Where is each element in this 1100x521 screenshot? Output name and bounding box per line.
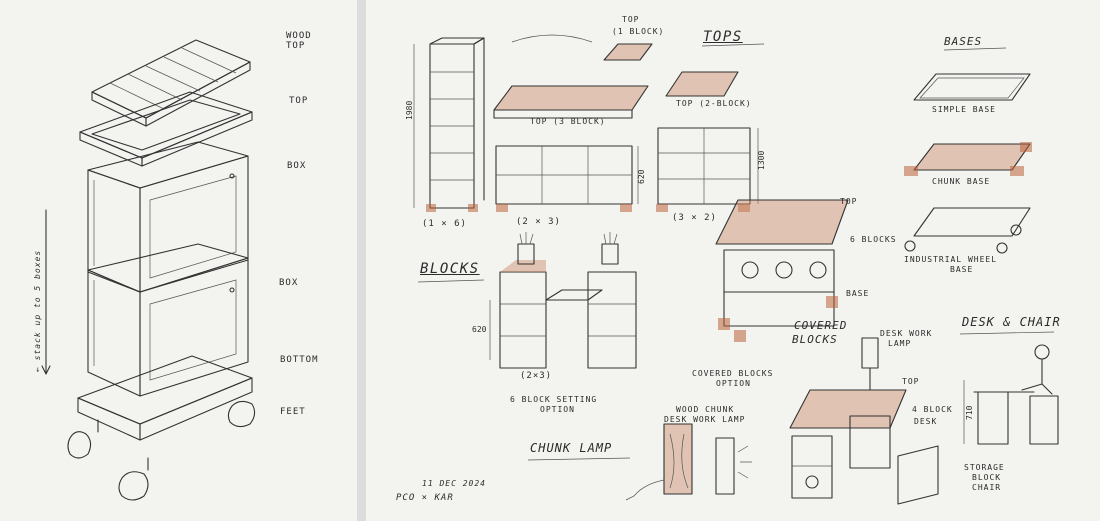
heading-desk-chair: DESK & CHAIR — [962, 315, 1061, 329]
label-top: TOP — [289, 96, 309, 106]
label-top-2-block: TOP (2-BLOCK) — [676, 99, 752, 108]
label-top-1-block-b: (1 BLOCK) — [612, 27, 665, 36]
dimension-1980: 1980 — [405, 100, 414, 120]
box-upper — [87, 141, 249, 293]
label-top-3-block: TOP (3 BLOCK) — [530, 117, 606, 126]
label-config-2x3-b: (2×3) — [520, 371, 553, 381]
label-config-2x3: (2 × 3) — [516, 217, 561, 227]
six-block-setting — [489, 232, 637, 369]
label-top-desk: TOP — [902, 377, 920, 386]
simple-base — [913, 73, 1031, 101]
label-wood-chunk-lamp-b: DESK WORK LAMP — [664, 415, 746, 424]
label-top-1-block-a: TOP — [622, 15, 640, 24]
label-four-block-desk-a: 4 BLOCK — [912, 405, 953, 414]
label-industrial-wheel-base-a: INDUSTRIAL WHEEL — [904, 255, 998, 264]
label-desk-work-lamp-a: DESK WORK — [880, 329, 933, 338]
heading-chunk-lamp: CHUNK LAMP — [530, 441, 613, 455]
heading-covered-blocks-2: BLOCKS — [792, 333, 838, 346]
label-industrial-wheel-base-b: BASE — [950, 265, 974, 274]
covered-blocks-unit — [715, 199, 849, 342]
label-config-3x2: (3 × 2) — [672, 213, 717, 223]
top-1-block — [511, 34, 653, 61]
heading-bases: BASES — [944, 35, 983, 48]
label-six-block-setting-a: 6 BLOCK SETTING — [510, 395, 598, 404]
label-bottom: BOTTOM — [280, 355, 319, 365]
shelf-2x3 — [493, 85, 649, 212]
chunk-base — [904, 142, 1032, 176]
desk-chair-side — [963, 344, 1059, 445]
label-desk-work-lamp-b: LAMP — [888, 339, 912, 348]
label-top-covered: TOP — [840, 197, 858, 206]
heading-underlines — [417, 43, 1055, 461]
label-storage-chair-c: CHAIR — [972, 483, 1002, 492]
dimension-620-a: 620 — [637, 169, 646, 184]
label-six-block-setting-b: OPTION — [540, 405, 575, 414]
shelf-3x2 — [656, 71, 759, 212]
label-simple-base: SIMPLE BASE — [932, 105, 996, 114]
industrial-wheel-base — [904, 207, 1031, 254]
four-block-desk — [789, 337, 939, 505]
label-four-block-desk-b: DESK — [914, 417, 938, 426]
label-covered-blocks-option-a: COVERED BLOCKS — [692, 369, 774, 378]
dimension-710: 710 — [965, 405, 974, 420]
label-covered-blocks-option-b: OPTION — [716, 379, 751, 388]
label-feet: FEET — [280, 407, 306, 417]
stack-arrow — [41, 209, 51, 375]
top-tray — [79, 91, 253, 167]
tower-1x6 — [413, 37, 485, 212]
box-lower — [87, 243, 249, 397]
wood-top-planks — [91, 39, 251, 127]
label-wood-top: WOOD TOP — [286, 31, 312, 51]
dimension-1300: 1300 — [757, 150, 766, 170]
label-chunk-base: CHUNK BASE — [932, 177, 991, 186]
label-six-blocks: 6 BLOCKS — [850, 235, 897, 244]
exploded-box-drawing — [41, 39, 256, 501]
heading-covered-blocks-1: COVERED — [794, 319, 848, 332]
label-base-covered: BASE — [846, 289, 870, 298]
configurations-sheet: TOPS BASES BLOCKS COVERED BLOCKS DESK & … — [366, 0, 1100, 521]
label-stack-note: ← stack up to 5 boxes — [33, 249, 42, 372]
label-storage-chair-b: BLOCK — [972, 473, 1002, 482]
configurations-drawing — [413, 34, 1059, 505]
label-box-upper: BOX — [287, 161, 307, 171]
exploded-view-sheet: WOOD TOP TOP BOX BOX BOTTOM FEET ← stack… — [0, 0, 357, 521]
bottom-tray — [77, 355, 253, 441]
label-credit: PCO × KAR — [396, 493, 454, 503]
label-storage-chair-a: STORAGE — [964, 463, 1005, 472]
label-config-1x6: (1 × 6) — [422, 219, 467, 229]
heading-tops: TOPS — [703, 29, 743, 45]
heading-blocks: BLOCKS — [420, 261, 480, 277]
label-date: 11 DEC 2024 — [422, 479, 486, 488]
chunk-lamp — [625, 423, 752, 501]
dimension-620-b: 620 — [472, 325, 487, 334]
feet — [67, 400, 256, 501]
label-box-lower: BOX — [279, 278, 299, 288]
label-wood-chunk-lamp-a: WOOD CHUNK — [676, 405, 735, 414]
